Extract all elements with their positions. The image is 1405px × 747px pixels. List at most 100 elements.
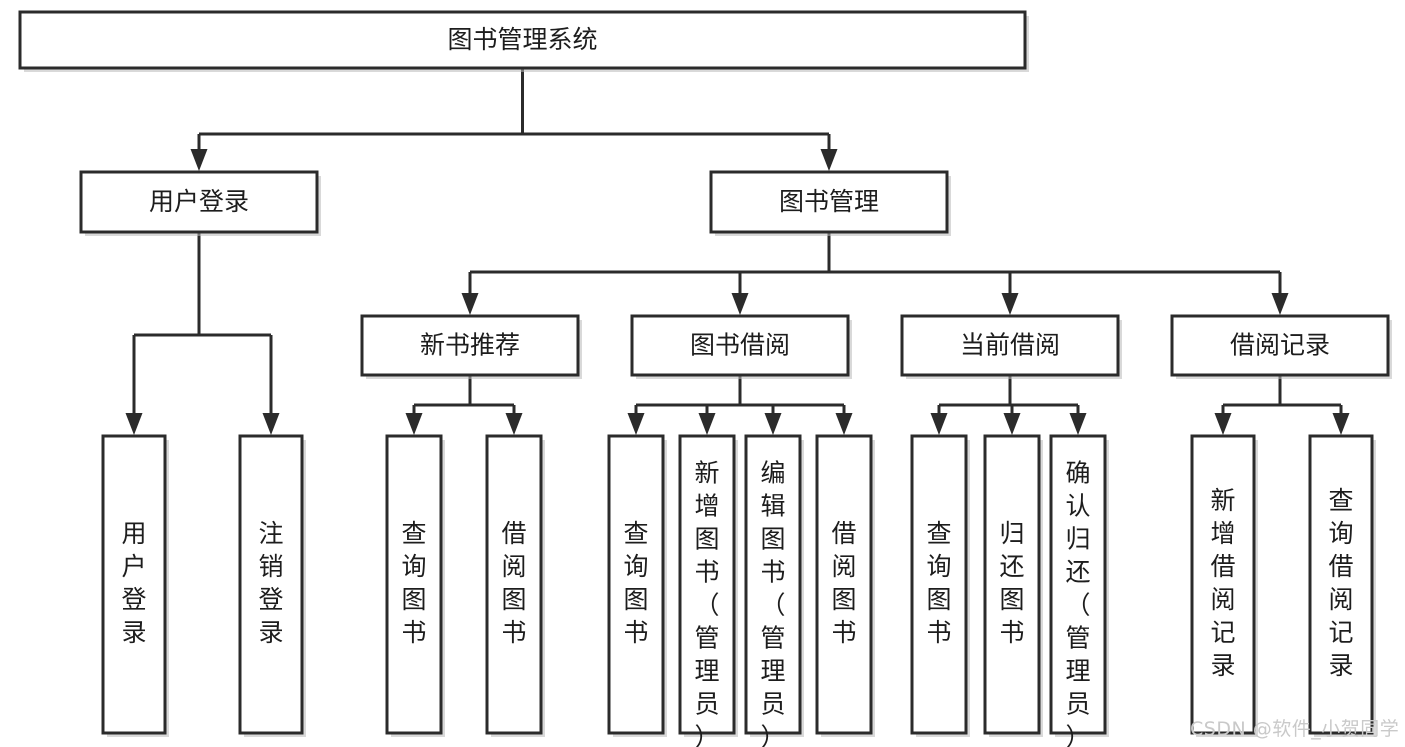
node-rect <box>709 170 949 234</box>
svg-text:询: 询 <box>1328 519 1353 548</box>
arrow-head-icon <box>461 293 479 315</box>
arrow-head-icon <box>190 149 208 171</box>
svg-text:（: （ <box>1065 591 1090 620</box>
node-user-login[interactable]: 用户登录 <box>79 170 321 236</box>
node-rect <box>238 434 304 735</box>
svg-text:登: 登 <box>258 585 283 614</box>
arrow-head-icon <box>1332 413 1350 435</box>
node-book-manage[interactable]: 图书管理 <box>709 170 951 236</box>
node-rect <box>678 434 736 735</box>
svg-text:（: （ <box>760 591 785 620</box>
node-new-book-rec[interactable]: 新书推荐 <box>360 314 582 379</box>
svg-text:阅: 阅 <box>1328 585 1353 614</box>
svg-text:阅: 阅 <box>831 552 856 581</box>
svg-text:）: ） <box>694 723 719 747</box>
node-layer: 图书管理系统用户登录图书管理新书推荐图书借阅当前借阅借阅记录用户登录注销登录查询… <box>18 10 1392 747</box>
node-rect <box>983 434 1041 735</box>
svg-text:编: 编 <box>760 459 785 488</box>
svg-text:图: 图 <box>760 525 785 554</box>
node-leaf-user-login[interactable]: 用户登录 <box>101 434 169 737</box>
svg-text:录: 录 <box>258 618 283 647</box>
svg-text:归: 归 <box>999 519 1024 548</box>
arrow-head-icon <box>627 413 645 435</box>
arrow-head-icon <box>820 149 838 171</box>
svg-text:记: 记 <box>1328 618 1353 647</box>
node-rect <box>607 434 665 735</box>
arrow-head-icon <box>1214 413 1232 435</box>
svg-text:书: 书 <box>831 618 856 647</box>
svg-text:查: 查 <box>1328 486 1353 515</box>
svg-text:记: 记 <box>1210 618 1235 647</box>
svg-text:管: 管 <box>694 624 719 653</box>
node-rect <box>910 434 968 735</box>
svg-text:图: 图 <box>926 585 951 614</box>
svg-text:阅: 阅 <box>1210 585 1235 614</box>
svg-text:录: 录 <box>1210 651 1235 680</box>
node-label: 借阅记录 <box>1230 331 1330 360</box>
svg-text:认: 认 <box>1065 492 1090 521</box>
svg-text:）: ） <box>760 723 785 747</box>
node-borrow-record[interactable]: 借阅记录 <box>1170 314 1392 379</box>
svg-text:（: （ <box>694 591 719 620</box>
node-root[interactable]: 图书管理系统 <box>18 10 1029 72</box>
svg-text:户: 户 <box>121 552 146 581</box>
svg-text:确: 确 <box>1065 459 1090 488</box>
node-current-borrow[interactable]: 当前借阅 <box>900 314 1122 379</box>
node-label: 图书管理系统 <box>447 25 597 54</box>
arrow-head-icon <box>930 413 948 435</box>
svg-text:图: 图 <box>999 585 1024 614</box>
node-rect <box>1190 434 1256 735</box>
node-rect <box>744 434 802 735</box>
connector-layer <box>125 68 1350 435</box>
node-rect <box>630 314 850 377</box>
svg-text:员: 员 <box>694 690 719 719</box>
svg-text:理: 理 <box>694 657 719 686</box>
svg-text:图: 图 <box>501 585 526 614</box>
svg-text:图: 图 <box>694 525 719 554</box>
svg-text:管: 管 <box>760 624 785 653</box>
arrow-head-icon <box>835 413 853 435</box>
arrow-head-icon <box>125 413 143 435</box>
arrow-head-icon <box>731 293 749 315</box>
svg-text:登: 登 <box>121 585 146 614</box>
node-label: 用户登录 <box>121 519 146 647</box>
watermark-label: CSDN @软件_小贺同学 <box>1190 718 1400 740</box>
svg-text:书: 书 <box>760 558 785 587</box>
node-rect <box>18 10 1027 70</box>
node-rect <box>101 434 167 735</box>
svg-text:录: 录 <box>121 618 146 647</box>
svg-text:）: ） <box>1065 723 1090 747</box>
node-rect <box>815 434 873 735</box>
svg-text:询: 询 <box>401 552 426 581</box>
svg-text:书: 书 <box>623 618 648 647</box>
svg-text:员: 员 <box>760 690 785 719</box>
svg-text:归: 归 <box>1065 525 1090 554</box>
node-rect <box>79 170 319 234</box>
node-rect <box>360 314 580 377</box>
svg-text:书: 书 <box>501 618 526 647</box>
svg-text:员: 员 <box>1065 690 1090 719</box>
svg-text:理: 理 <box>1065 657 1090 686</box>
node-book-borrow[interactable]: 图书借阅 <box>630 314 852 379</box>
svg-text:借: 借 <box>1328 552 1353 581</box>
